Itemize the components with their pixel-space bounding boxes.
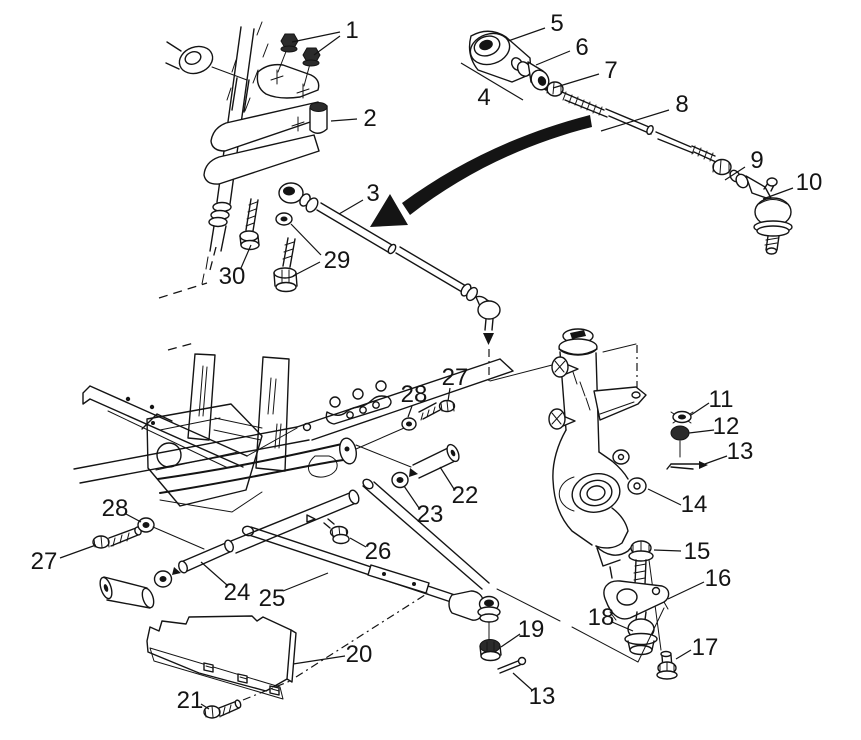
- frame: [74, 343, 513, 512]
- callout-leader-22a: [440, 467, 454, 489]
- callout-leader-13b: [513, 673, 532, 690]
- callout-leader-10: [763, 188, 793, 199]
- callout-leader-3: [339, 200, 363, 214]
- callout-leader-11: [691, 403, 709, 415]
- callout-13b: 13: [529, 683, 556, 710]
- callout-leader-5: [508, 28, 545, 41]
- callout-leader-13a: [702, 456, 727, 465]
- callout-27b: 27: [31, 548, 58, 575]
- callout-19: 19: [518, 616, 545, 643]
- callout-1: 1: [345, 17, 358, 44]
- callout-7: 7: [604, 57, 617, 84]
- callout-leader-27a: [448, 388, 450, 401]
- callout-15: 15: [684, 538, 711, 565]
- callout-29: 29: [324, 247, 351, 274]
- callout-leader-29: [291, 224, 321, 255]
- callout-leader-27b: [60, 545, 96, 558]
- callout-12: 12: [713, 413, 740, 440]
- guard-plate: [147, 593, 428, 718]
- callout-28a: 28: [401, 381, 428, 408]
- callout-21: 21: [177, 687, 204, 714]
- callout-leader-4: [461, 63, 523, 100]
- callout-9: 9: [750, 147, 763, 174]
- callout-leader-2: [331, 119, 357, 121]
- callout-leader-30: [241, 245, 251, 268]
- callout-14: 14: [681, 491, 708, 518]
- callout-leader-26: [350, 538, 366, 547]
- callout-leader-1: [292, 32, 340, 42]
- callout-8: 8: [675, 91, 688, 118]
- callout-leader-7: [553, 74, 599, 88]
- callout-4: 4: [477, 84, 490, 111]
- callout-leader-1: [314, 36, 340, 55]
- callout-leader-6: [536, 51, 570, 65]
- callout-20: 20: [346, 641, 373, 668]
- callout-leader-8: [601, 110, 669, 131]
- callout-5: 5: [550, 10, 563, 37]
- callout-2: 2: [363, 105, 376, 132]
- callout-layer: 1234567891011121314151617181913202122232…: [31, 10, 823, 714]
- callout-leader-18: [612, 622, 633, 631]
- callout-leader-12: [689, 430, 714, 433]
- stud-hardware: [667, 412, 708, 470]
- callout-24: 24: [224, 579, 251, 606]
- callout-13a: 13: [727, 438, 754, 465]
- callout-25: 25: [259, 585, 286, 612]
- callout-leader-28a: [408, 406, 412, 417]
- callout-leader-9: [725, 167, 745, 180]
- steering-column-assembly: [159, 22, 327, 298]
- callout-leader-14: [648, 489, 681, 505]
- callout-22a: 22: [452, 482, 479, 509]
- callout-leader-23a: [404, 486, 419, 508]
- callout-leader-21: [201, 704, 209, 709]
- steering-knuckle: [549, 329, 646, 578]
- callout-leader-20: [293, 656, 345, 664]
- direction-arrow: [370, 115, 592, 227]
- callout-16: 16: [705, 565, 732, 592]
- callout-6: 6: [575, 34, 588, 61]
- callout-26: 26: [365, 538, 392, 565]
- callout-3: 3: [366, 180, 379, 207]
- callout-30: 30: [219, 263, 246, 290]
- callout-28b: 28: [102, 495, 129, 522]
- callout-11: 11: [709, 386, 734, 413]
- callout-18: 18: [588, 604, 615, 631]
- ball-joint-stack: [497, 541, 677, 679]
- tie-rod-end-assembly: [466, 29, 792, 254]
- callout-leader-16: [668, 582, 704, 599]
- tie-rod: [279, 183, 556, 381]
- callout-leader-17: [676, 650, 691, 659]
- callout-27a: 27: [442, 364, 469, 391]
- callout-17: 17: [692, 634, 719, 661]
- callout-leader-15: [654, 550, 681, 551]
- callout-leader-25: [283, 573, 328, 591]
- callout-10: 10: [796, 169, 823, 196]
- callout-leader-19: [501, 634, 520, 647]
- callout-23a: 23: [417, 501, 444, 528]
- callout-leader-29: [293, 262, 320, 276]
- callout-leader-24: [201, 562, 227, 585]
- a-arm-assembly: [93, 401, 526, 674]
- callout-leader-28b: [126, 514, 141, 522]
